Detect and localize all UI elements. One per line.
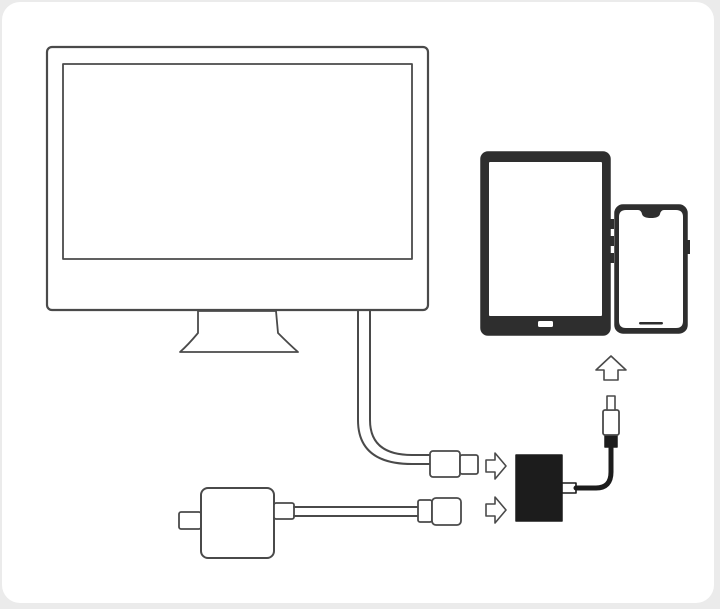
tablet-icon	[480, 151, 614, 336]
lightning-cable-icon	[573, 395, 620, 491]
arrow-up-icon	[595, 355, 627, 381]
arrow-right-icon	[485, 452, 507, 480]
monitor-icon	[45, 45, 430, 353]
smartphone-icon	[614, 204, 690, 334]
hdmi-cable-icon	[357, 310, 479, 478]
adapter-hub-icon	[515, 454, 577, 522]
arrow-right-icon	[485, 496, 507, 524]
power-adapter-icon	[178, 487, 295, 559]
usb-cable-icon	[293, 497, 462, 526]
